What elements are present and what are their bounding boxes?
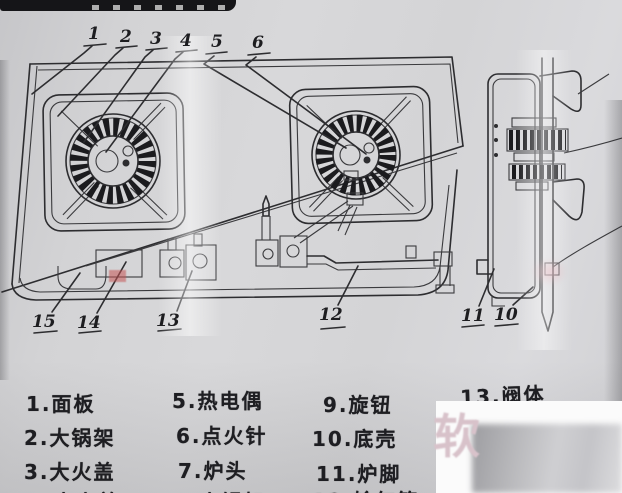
igniter-red-mark xyxy=(109,270,126,282)
legend-item: 2.大锅架 xyxy=(24,426,116,450)
callout-13: 13 xyxy=(156,311,180,331)
legend-item: 8.小锅架 xyxy=(174,486,266,493)
left-burner xyxy=(65,113,161,209)
callout-5: 5 xyxy=(211,32,223,52)
title-banner xyxy=(0,0,236,11)
watermark-blur-image xyxy=(472,424,622,493)
side-view xyxy=(476,57,622,332)
callout-10: 10 xyxy=(494,305,518,325)
callout-1: 1 xyxy=(88,24,100,44)
callout-6: 6 xyxy=(252,33,264,53)
right-pot-rack xyxy=(288,85,434,225)
legend-item: 6.点火针 xyxy=(176,424,268,448)
pink-smudge xyxy=(531,258,567,286)
legend-item: 4.小火盖 xyxy=(28,486,120,493)
callout-11: 11 xyxy=(461,306,485,326)
callout-12: 12 xyxy=(319,305,343,325)
legend-item: 7.炉头 xyxy=(178,459,248,483)
watermark-character: 软 xyxy=(433,410,480,465)
legend-item: 10.底壳 xyxy=(312,427,398,451)
legend-item: 11.炉脚 xyxy=(316,462,402,486)
bottom-shell xyxy=(11,169,458,301)
right-burner xyxy=(311,110,401,236)
callout-2: 2 xyxy=(120,27,132,47)
legend-item: 1.面板 xyxy=(26,392,96,416)
callout-3: 3 xyxy=(150,29,162,49)
panel-outline xyxy=(1,56,464,293)
legend-item: 12.输气管 xyxy=(312,485,419,493)
callout-4: 4 xyxy=(180,31,192,51)
callout-15: 15 xyxy=(32,312,56,332)
legend-item: 3.大火盖 xyxy=(24,460,116,484)
legend-item: 9.旋钮 xyxy=(314,393,393,417)
callout-14: 14 xyxy=(77,313,101,333)
leader-lines xyxy=(31,43,534,334)
watermark-box xyxy=(436,401,622,493)
legend-item: 5.热电偶 xyxy=(172,389,264,413)
